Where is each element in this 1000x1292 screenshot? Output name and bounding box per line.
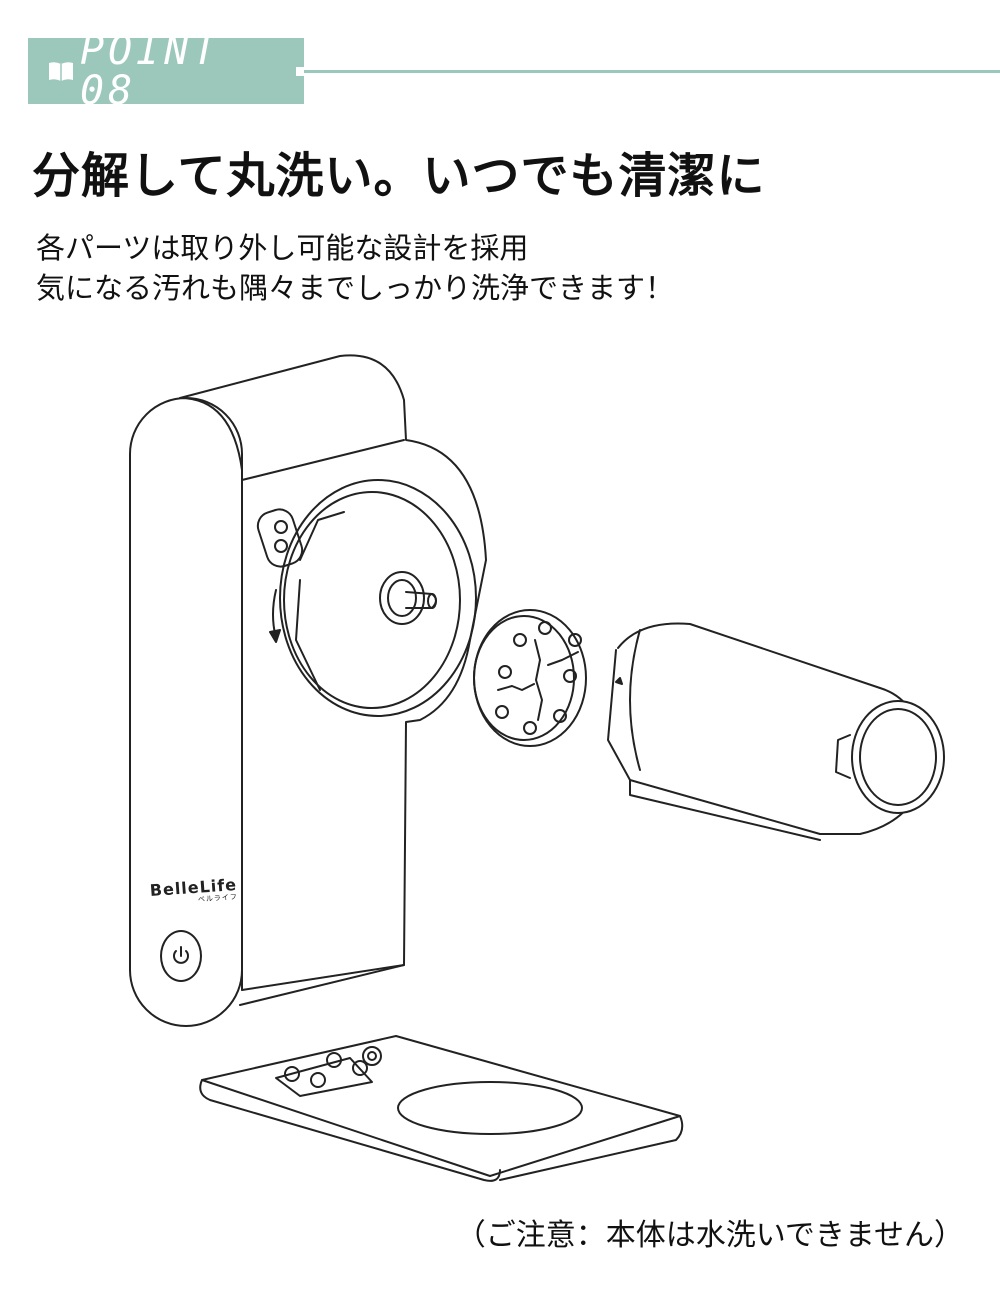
blade-disc — [473, 609, 587, 747]
power-icon — [160, 930, 202, 982]
description-line-2: 気になる汚れも隅々までしっかり洗浄できます！ — [36, 271, 675, 305]
square-bullet-icon — [295, 66, 304, 76]
machine-body — [129, 354, 487, 1027]
header-divider — [304, 70, 1000, 73]
cylinder-drum — [607, 622, 945, 841]
point-label: POINT 08 — [80, 28, 221, 114]
headline: 分解して丸洗い。いつでも清潔に — [32, 148, 766, 204]
description-line-1: 各パーツは取り外し可能な設計を採用 — [36, 231, 529, 265]
book-icon — [48, 60, 74, 82]
description: 各パーツは取り外し可能な設計を採用 気になる汚れも隅々までしっかり洗浄できます！ — [36, 228, 966, 308]
product-exploded-illustration — [129, 354, 945, 1182]
mount-plate — [279, 479, 477, 717]
base-plate — [199, 1035, 684, 1182]
point-badge: POINT 08 — [28, 31, 304, 111]
caution-note: （ご注意：本体は水洗いできません） — [455, 1218, 964, 1253]
